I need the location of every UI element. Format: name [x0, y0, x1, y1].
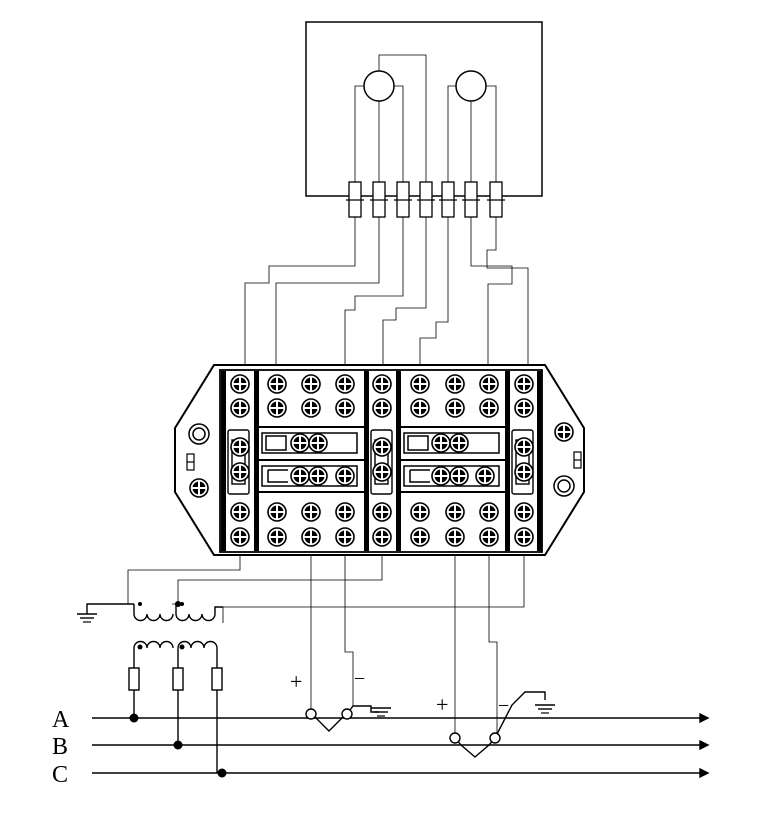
ct2-plus-sign: + — [436, 692, 448, 717]
meter-coil-left — [363, 70, 395, 102]
current-transformer-1 — [305, 705, 379, 732]
mounting-hole-left-top — [188, 423, 210, 445]
ct2-minus-sign: − — [498, 695, 509, 717]
meter-coil-right — [455, 70, 487, 102]
meter-internal-wires — [354, 54, 497, 192]
meter-enclosure — [305, 21, 543, 197]
side-markers — [186, 451, 582, 471]
section-dividers — [221, 371, 542, 551]
current-transformer-2 — [449, 691, 546, 758]
voltage-transformer — [86, 603, 223, 649]
phase-lines — [92, 712, 710, 779]
meter-box — [305, 21, 543, 197]
phase-label-a: A — [52, 707, 70, 733]
mounting-screw-right — [554, 422, 574, 442]
link-separators — [259, 426, 505, 493]
phase-label-c: C — [52, 762, 68, 788]
ground-icon — [370, 707, 392, 717]
ground-icon — [76, 613, 98, 623]
meter-to-block-wires — [244, 217, 529, 365]
terminal-block — [174, 364, 585, 556]
phase-label-b: B — [52, 734, 68, 760]
ct1-plus-sign: + — [290, 669, 302, 694]
fuses — [128, 648, 223, 773]
transformer-dots — [137, 601, 185, 650]
ct1-minus-sign: − — [354, 668, 365, 690]
mounting-hole-right-bottom — [553, 475, 575, 497]
ground-icon — [534, 704, 556, 714]
phase-junction-dots — [129, 713, 227, 778]
bottom-wiring — [127, 555, 525, 738]
meter-terminals — [346, 181, 505, 218]
mounting-screw-left — [189, 478, 209, 498]
